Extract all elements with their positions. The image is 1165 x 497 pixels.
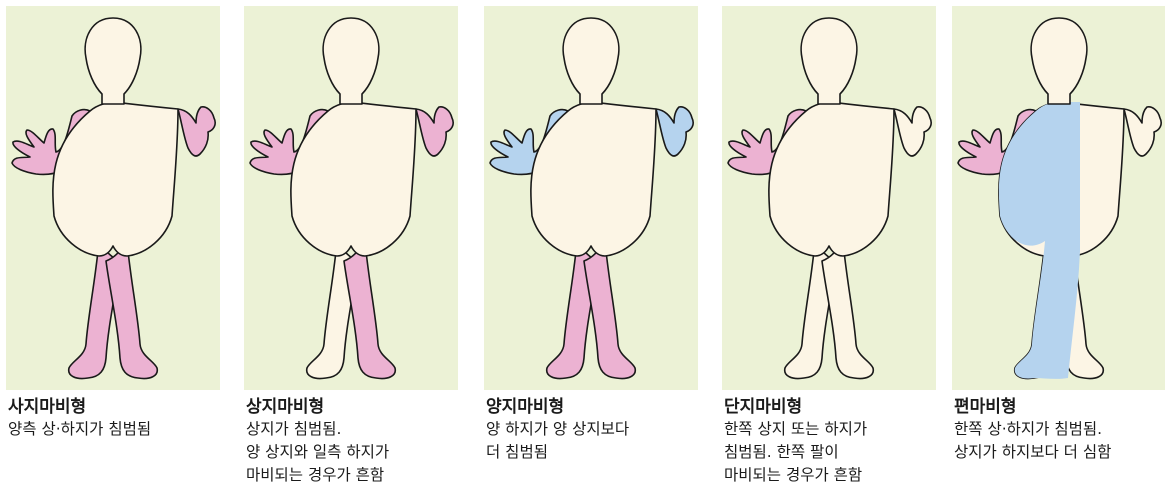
caption-3: 양지마비형 양 하지가 양 상지보다 더 침범됨 xyxy=(486,396,716,464)
baby-figure-4 xyxy=(722,6,936,390)
caption-3-line-1: 양 하지가 양 상지보다 xyxy=(486,418,716,441)
caption-4-line-1: 한쪽 상지 또는 하지가 xyxy=(724,418,954,441)
caption-2-line-2: 양 상지와 일측 하지가 xyxy=(246,441,476,464)
baby-figure-5 xyxy=(952,6,1165,390)
caption-2-line-3: 마비되는 경우가 흔함 xyxy=(246,464,476,487)
caption-2-title: 상지마비형 xyxy=(246,396,476,418)
baby-figure-1 xyxy=(6,6,220,390)
caption-2-line-1: 상지가 침범됨. xyxy=(246,418,476,441)
caption-1-line-1: 양측 상·하지가 침범됨 xyxy=(8,418,238,441)
panel-4-illustration xyxy=(722,6,936,390)
caption-5-line-1: 한쪽 상·하지가 침범됨. xyxy=(954,418,1165,441)
caption-5-line-2: 상지가 하지보다 더 심함 xyxy=(954,441,1165,464)
caption-3-title: 양지마비형 xyxy=(486,396,716,418)
caption-4-line-2: 침범됨. 한쪽 팔이 xyxy=(724,441,954,464)
caption-3-line-2: 더 침범됨 xyxy=(486,441,716,464)
panel-2-illustration xyxy=(244,6,458,390)
caption-4: 단지마비형 한쪽 상지 또는 하지가 침범됨. 한쪽 팔이 마비되는 경우가 흔… xyxy=(724,396,954,487)
caption-1: 사지마비형 양측 상·하지가 침범됨 xyxy=(8,396,238,441)
panel-3-illustration xyxy=(484,6,698,390)
baby-figure-3 xyxy=(484,6,698,390)
caption-4-line-3: 마비되는 경우가 흔함 xyxy=(724,464,954,487)
caption-2: 상지마비형 상지가 침범됨. 양 상지와 일측 하지가 마비되는 경우가 흔함 xyxy=(246,396,476,487)
caption-1-title: 사지마비형 xyxy=(8,396,238,418)
caption-4-title: 단지마비형 xyxy=(724,396,954,418)
panel-1-illustration xyxy=(6,6,220,390)
caption-5: 편마비형 한쪽 상·하지가 침범됨. 상지가 하지보다 더 심함 xyxy=(954,396,1165,464)
caption-5-title: 편마비형 xyxy=(954,396,1165,418)
baby-figure-2 xyxy=(244,6,458,390)
panel-5-illustration xyxy=(952,6,1165,390)
